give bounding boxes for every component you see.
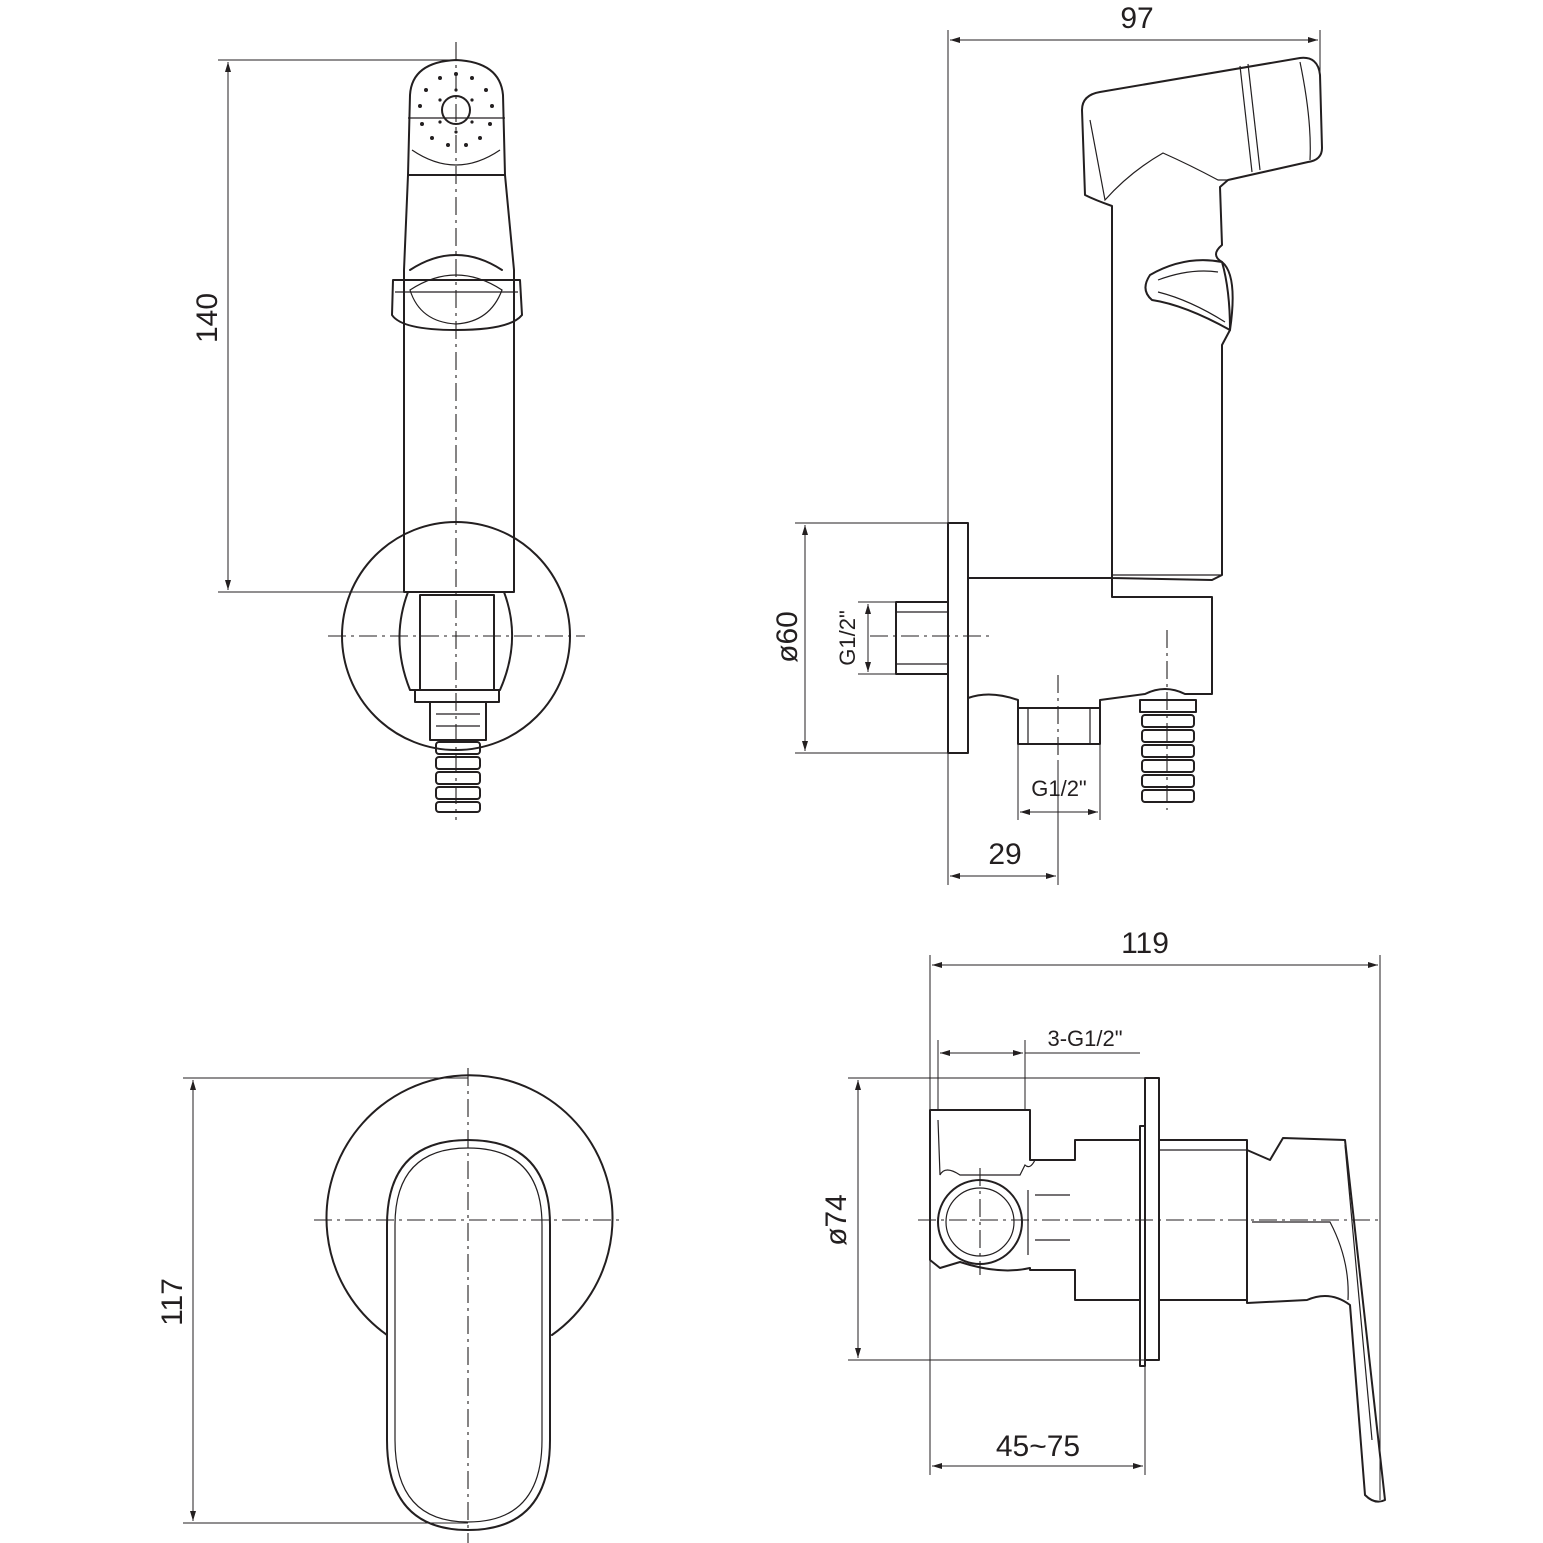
shower-front-view: 140 (191, 42, 585, 820)
dim-height-117: 117 (156, 1278, 189, 1326)
spray-nozzles (418, 72, 494, 147)
dim-offset-29: 29 (988, 838, 1021, 871)
mixer-front-view: 117 (156, 1068, 622, 1543)
dim-thread-3x: 3-G1/2" (1047, 1026, 1122, 1051)
shower-side-view: 97 ø60 G1/2" G1/2" 29 (771, 2, 1323, 885)
dim-height-140: 140 (191, 293, 224, 343)
mixer-side-view: 119 3-G1/2" ø74 45~75 (820, 927, 1386, 1503)
dim-thread-side: G1/2" (835, 610, 860, 666)
dim-diameter-74: ø74 (820, 1194, 853, 1246)
dim-diameter-60: ø60 (771, 611, 804, 663)
dim-depth-range: 45~75 (996, 1430, 1080, 1463)
dim-width-97: 97 (1120, 2, 1153, 35)
dim-thread-bottom: G1/2" (1031, 776, 1087, 801)
dim-width-119: 119 (1121, 927, 1169, 960)
